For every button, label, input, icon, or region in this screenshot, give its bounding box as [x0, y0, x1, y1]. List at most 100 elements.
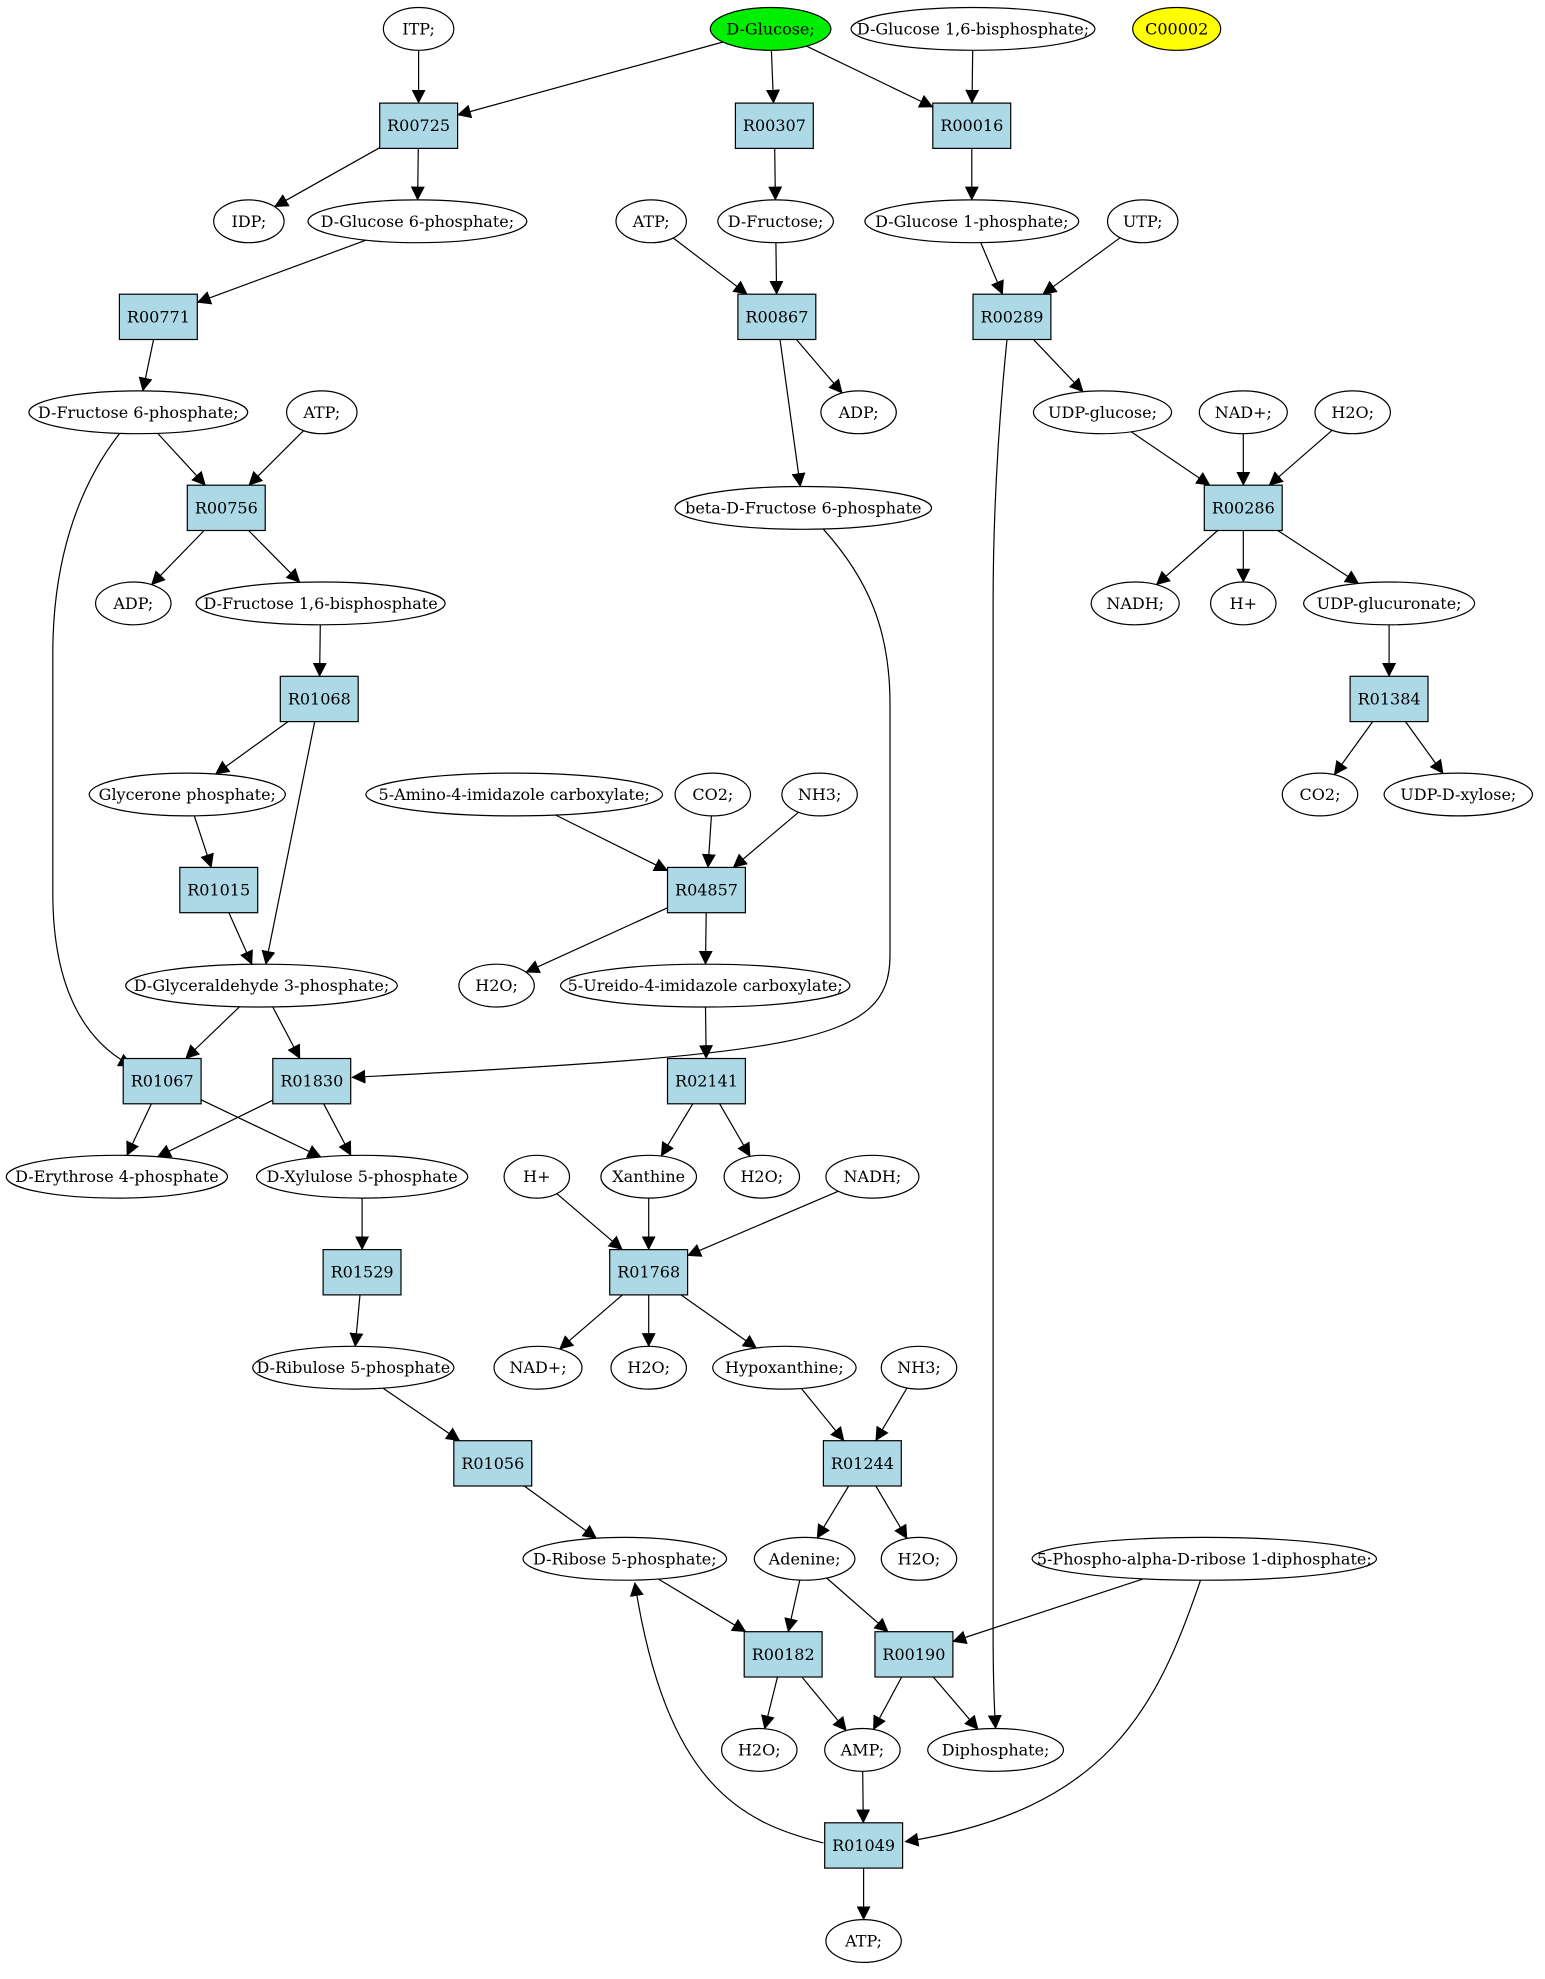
node-label: R01244 [831, 1454, 894, 1473]
compound-node-h2o3: H2O; [723, 1154, 801, 1199]
reaction-node-R00289: R00289 [972, 293, 1052, 341]
edge-R00182-to-amp [801, 1676, 847, 1732]
reaction-box [379, 102, 459, 149]
edge-bf6p-to-R01830 [351, 528, 891, 1084]
edge-udpg-to-R00286 [1130, 431, 1211, 486]
reaction-node-R00771: R00771 [118, 293, 198, 341]
edge-g3p-to-R01830 [272, 1006, 301, 1060]
node-label: Xanthine [612, 1167, 685, 1186]
node-label: R04857 [675, 881, 738, 900]
compound-node-f16bp: D-Fructose 1,6-bisphosphate [195, 581, 446, 626]
compound-node-atp2: ATP; [285, 390, 358, 435]
edge-nadh2-to-R01768 [686, 1190, 839, 1257]
node-label: D-Glucose 6-phosphate; [321, 212, 514, 231]
node-label: R00756 [195, 498, 258, 517]
edge-adenine-to-R00190 [826, 1577, 889, 1633]
node-label: R01068 [288, 690, 351, 709]
reaction-node-R00867: R00867 [737, 293, 817, 341]
node-label: UTP; [1123, 212, 1163, 231]
node-label: ATP; [302, 403, 340, 422]
node-label: beta-D-Fructose 6-phosphate [685, 498, 921, 517]
node-label: UDP-D-xylose; [1400, 785, 1516, 804]
compound-ellipse [522, 1536, 728, 1581]
edge-R02141-to-xanthine [660, 1103, 694, 1157]
compound-node-f6p: D-Fructose 6-phosphate; [28, 390, 249, 435]
node-label: NH3; [798, 785, 842, 804]
compound-ellipse [1132, 6, 1222, 51]
reaction-node-R01015: R01015 [179, 866, 259, 914]
edge-R00307-to-dfructose [768, 148, 783, 201]
node-label: ATP; [844, 1932, 882, 1951]
node-label: R00289 [981, 307, 1044, 326]
edge-dglucose-to-R00725 [456, 41, 724, 119]
compound-node-adp1: ADP; [820, 390, 897, 435]
compound-ellipse [307, 199, 528, 244]
node-label: H2O; [898, 1549, 941, 1568]
node-label: R00016 [940, 116, 1003, 135]
compound-node-h2o4: H2O; [610, 1345, 688, 1390]
edge-R01015-to-g3p [228, 912, 253, 965]
compound-ellipse [753, 1536, 856, 1581]
compound-node-g6p: D-Glucose 6-phosphate; [307, 199, 528, 244]
reaction-box [322, 1248, 402, 1296]
edge-R01068-to-glycp [215, 721, 289, 775]
compound-node-amp: AMP; [824, 1727, 901, 1772]
reaction-box [737, 293, 817, 341]
edge-R00725-to-idp [274, 147, 380, 208]
node-label: Diphosphate; [942, 1740, 1050, 1759]
compound-node-g1p: D-Glucose 1-phosphate; [864, 199, 1080, 244]
reaction-node-R00190: R00190 [874, 1631, 954, 1678]
node-label: R01015 [187, 881, 250, 900]
node-label: R00771 [127, 307, 190, 326]
node-label: IDP; [232, 212, 267, 231]
reaction-node-R01067: R01067 [122, 1057, 202, 1105]
node-label: H2O; [738, 1740, 781, 1759]
node-label: ADP; [838, 403, 879, 422]
reaction-box [972, 293, 1052, 341]
node-label: R01067 [131, 1072, 194, 1091]
compound-node-hplus1: H+ [1210, 581, 1277, 626]
reaction-box [118, 293, 198, 341]
node-label: D-Glyceraldehyde 3-phosphate; [134, 976, 389, 995]
node-label: 5-Phospho-alpha-D-ribose 1-diphosphate; [1037, 1549, 1372, 1568]
node-label: R01768 [617, 1263, 680, 1282]
edge-utp-to-R00289 [1042, 237, 1121, 295]
reaction-box [279, 675, 359, 723]
edge-r5p-to-R00182 [657, 1578, 747, 1633]
compound-node-g3p: D-Glyceraldehyde 3-phosphate; [125, 963, 398, 1008]
compound-ellipse [5, 1154, 229, 1199]
node-label: R00725 [387, 116, 450, 135]
compound-ellipse [1302, 581, 1476, 626]
edge-prpp-to-R01049 [904, 1580, 1202, 1847]
edge-R01056-to-r5p [523, 1485, 597, 1539]
node-label: ATP; [632, 212, 670, 231]
edge-R01830-to-e4p [156, 1099, 274, 1158]
compound-ellipse [125, 963, 398, 1008]
reaction-node-R01049: R01049 [824, 1822, 904, 1869]
compound-ellipse [382, 6, 455, 51]
reaction-node-R01068: R01068 [279, 675, 359, 723]
edge-nh3a-to-R04857 [732, 811, 799, 868]
compound-node-prpp: 5-Phospho-alpha-D-ribose 1-diphosphate; [1031, 1536, 1378, 1581]
edge-atp2-to-R00756 [248, 430, 305, 486]
edge-f16bp-to-R01068 [312, 624, 327, 677]
node-label: R00190 [882, 1645, 945, 1664]
node-label: R00286 [1212, 498, 1275, 517]
compound-node-atp3: ATP; [825, 1918, 902, 1963]
compound-ellipse [615, 199, 688, 244]
compound-ellipse [1032, 390, 1173, 435]
reaction-box [272, 1057, 352, 1105]
compound-node-co2a: CO2; [674, 772, 752, 817]
node-label: NADH; [844, 1167, 902, 1186]
node-label: R00307 [743, 116, 806, 135]
edge-g1p-to-R00289 [980, 242, 1004, 295]
reaction-node-R01830: R01830 [272, 1057, 352, 1105]
edge-aica-to-R04857 [555, 814, 669, 872]
edge-f6p-to-R00756 [157, 432, 206, 486]
reaction-box [122, 1057, 202, 1105]
compound-ellipse [850, 6, 1096, 51]
reaction-box [734, 102, 814, 149]
edge-R01067-to-x5p [200, 1099, 322, 1158]
compound-node-udpg: UDP-glucose; [1032, 390, 1173, 435]
